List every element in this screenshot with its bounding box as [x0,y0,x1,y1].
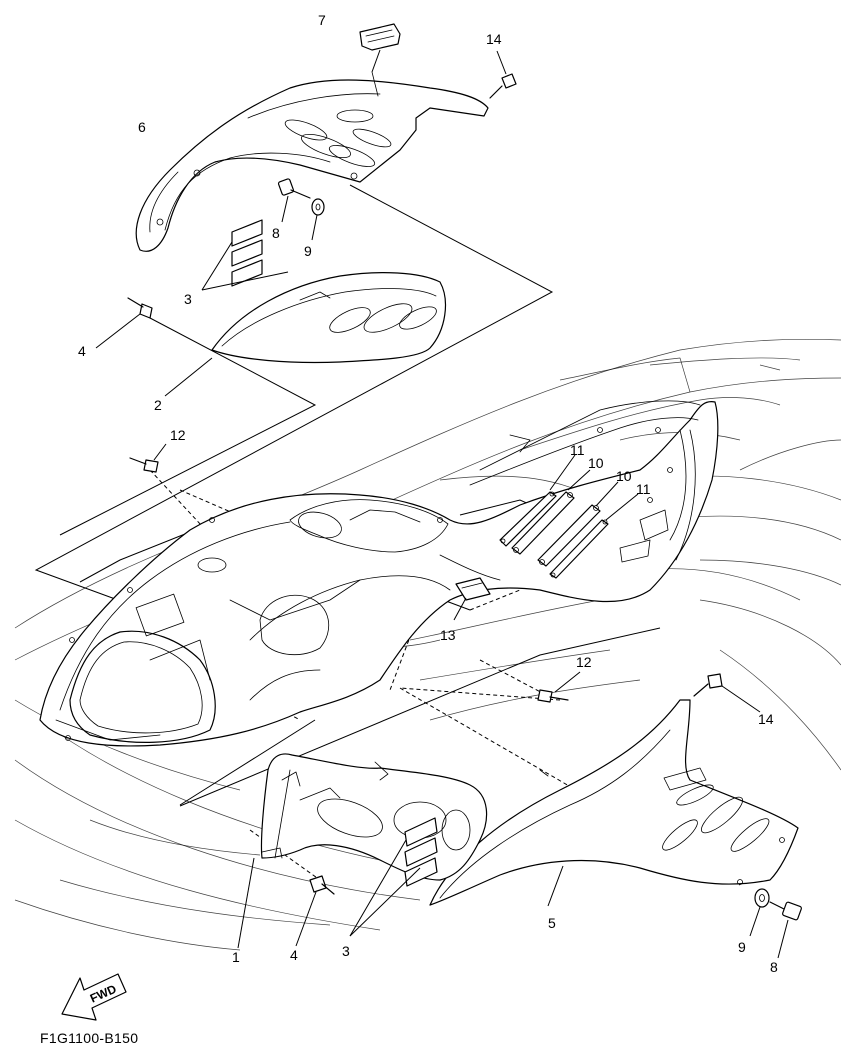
callout-13: 13 [440,627,456,643]
callout-8: 8 [272,225,280,241]
part-6-upper-cover [135,71,489,252]
callout-labels: 7 14 6 8 9 3 4 2 12 11 10 10 11 13 12 14… [78,12,778,975]
part-9-washer-lower [749,888,770,937]
part-4-rivet-lower [295,875,335,947]
part-4-rivet-upper [95,297,153,349]
callout-12: 12 [576,654,592,670]
part-12-rivet-left [129,443,167,473]
callout-11: 11 [570,442,585,458]
callout-14: 14 [486,31,502,47]
part-13-grommet [453,577,491,621]
part-8-bolt-lower [769,901,802,959]
part-1-side-panel [237,753,488,949]
callout-2: 2 [154,397,162,413]
part-14-bolt-right [693,673,761,713]
part-2-inner-panel [164,272,447,397]
callout-9: 9 [738,939,746,955]
callout-14: 14 [758,711,774,727]
callout-3: 3 [184,291,192,307]
fwd-arrow-icon: FWD [61,973,127,1021]
callout-4: 4 [290,947,298,963]
callout-4: 4 [78,343,86,359]
callout-10: 10 [616,468,632,484]
callout-6: 6 [138,119,146,135]
part-5-side-cover [429,699,799,907]
part-14-bolt-top [489,50,517,99]
part-7-cap [359,23,401,73]
callout-12: 12 [170,427,186,443]
callout-11: 11 [636,481,651,497]
callout-8: 8 [770,959,778,975]
part-3-decals-lower [349,817,438,937]
callout-10: 10 [588,455,604,471]
deck-body [39,400,719,747]
part-3-decals-upper [201,219,289,291]
callout-9: 9 [304,243,312,259]
callout-3: 3 [342,943,350,959]
callout-1: 1 [232,949,240,965]
callout-7: 7 [318,12,326,28]
hull-outline [14,338,841,951]
callout-5: 5 [548,915,556,931]
part-10-11-stays [499,454,639,579]
part-12-rivet-right [537,671,581,703]
part-8-bolt-upper [277,178,311,223]
part-9-washer-upper [311,198,325,241]
diagram-code: F1G1100-B150 [40,1030,139,1046]
